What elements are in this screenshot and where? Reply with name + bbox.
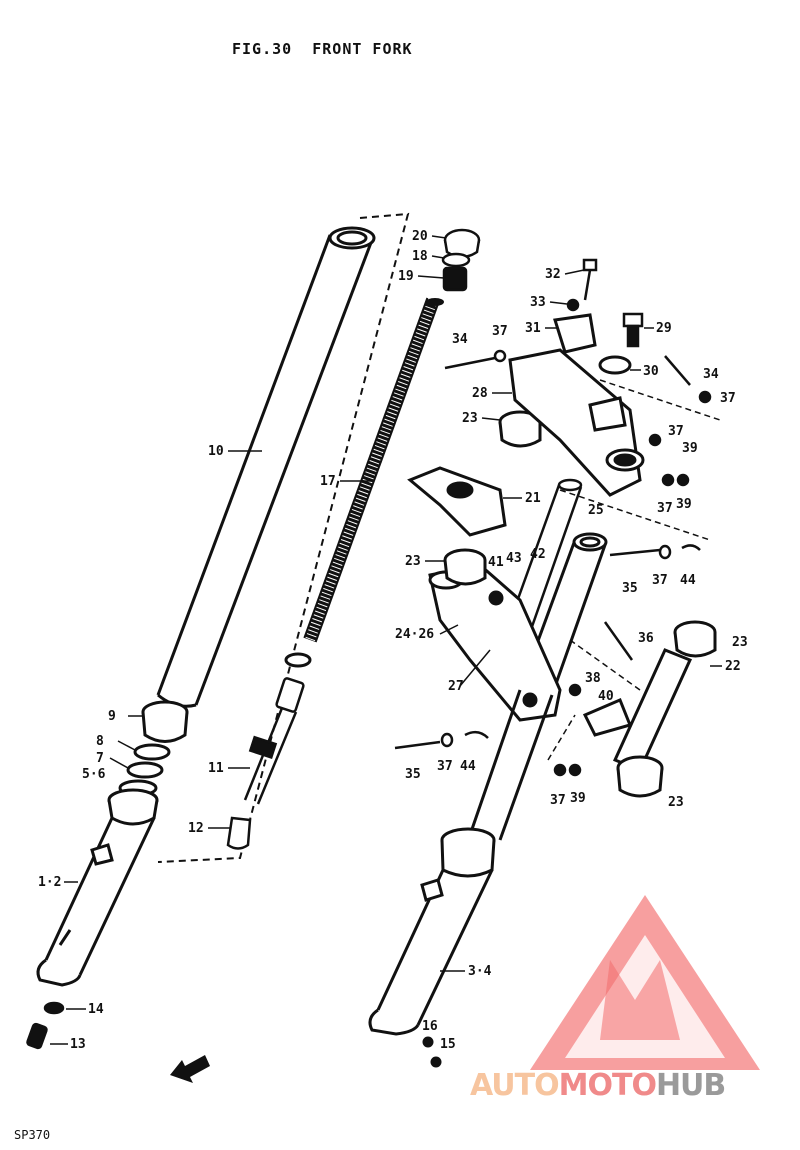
callout-44-left: 44: [460, 759, 476, 774]
callout-39-mid: 39: [682, 441, 698, 456]
callout-35-left: 35: [405, 767, 421, 782]
callout-16: 16: [422, 1019, 438, 1034]
callout-10: 10: [208, 444, 224, 459]
stem-cap-bolt: [622, 312, 644, 348]
fork-inner-tube-left: [156, 226, 376, 708]
fork-spring: [284, 297, 444, 668]
fork-outer-tube-left: [36, 788, 159, 987]
bolts-35-36: [394, 433, 701, 777]
callout-12: 12: [188, 821, 204, 836]
front-direction-arrow-icon: [170, 1055, 210, 1083]
watermark-moto: MOTO: [558, 1068, 657, 1103]
callout-37-left: 37: [437, 759, 453, 774]
callout-3-4: 3·4: [468, 964, 492, 979]
callout-44-right: 44: [680, 573, 696, 588]
callout-38: 38: [585, 671, 601, 686]
callout-37-top: 37: [492, 324, 508, 339]
headlight-bracket: [582, 620, 717, 798]
callout-32: 32: [545, 267, 561, 282]
callout-22: 22: [725, 659, 741, 674]
fork-outer-tube-right: [368, 689, 554, 1068]
callout-20: 20: [412, 229, 428, 244]
callout-19: 19: [398, 269, 414, 284]
callout-37-right: 37: [720, 391, 736, 406]
fork-cap-parts: [441, 228, 481, 292]
callout-23-upper: 23: [462, 411, 478, 426]
handlebar-clamp: [553, 313, 597, 354]
watermark-auto: AUTO: [470, 1068, 560, 1103]
callout-13: 13: [70, 1037, 86, 1052]
callout-40: 40: [598, 689, 614, 704]
callout-34-right: 34: [703, 367, 719, 382]
callout-36: 36: [638, 631, 654, 646]
watermark-hub: HUB: [655, 1068, 726, 1103]
callout-39-lower: 39: [570, 791, 586, 806]
callout-23-bracket: 23: [732, 635, 748, 650]
callout-7: 7: [96, 751, 104, 766]
callout-31: 31: [525, 321, 541, 336]
callout-37-mid: 37: [668, 424, 684, 439]
assembly-bracket: [157, 212, 410, 863]
callout-21: 21: [525, 491, 541, 506]
callout-28: 28: [472, 386, 488, 401]
callout-43: 43: [506, 551, 522, 566]
callout-1-2: 1·2: [38, 875, 61, 890]
callout-11: 11: [208, 761, 224, 776]
callout-37-bolt: 37: [652, 573, 668, 588]
page-code: SP370: [14, 1128, 51, 1142]
callout-24-26: 24·26: [395, 627, 434, 642]
callout-23-bottom: 23: [668, 795, 684, 810]
callout-17: 17: [320, 474, 336, 489]
callout-labels: 20 18 19 10 17 32 33 31 29 34 37 30 34 3…: [38, 229, 748, 1052]
callout-39-bracket: 39: [676, 497, 692, 512]
callout-29: 29: [656, 321, 672, 336]
callout-33: 33: [530, 295, 546, 310]
callout-35-right: 35: [622, 581, 638, 596]
pinch-bolts-34: [444, 349, 712, 404]
automotohub-logo-icon: [530, 895, 760, 1070]
steering-stem-head: [407, 410, 542, 586]
figure-title: FIG.30 FRONT FORK: [232, 40, 413, 58]
callout-27: 27: [448, 679, 464, 694]
callout-9: 9: [108, 709, 116, 724]
lower-bracket: [428, 563, 562, 722]
callout-5-6: 5·6: [82, 767, 106, 782]
callout-18: 18: [412, 249, 428, 264]
callout-34-left: 34: [452, 332, 468, 347]
fork-seals-left: [118, 700, 189, 797]
callout-37-lower: 37: [550, 793, 566, 808]
callout-8: 8: [96, 734, 104, 749]
washer-30: [598, 355, 632, 375]
callout-25: 25: [588, 503, 604, 518]
callout-41: 41: [488, 555, 504, 570]
fork-inner-tube-right: [518, 532, 608, 696]
callout-42: 42: [530, 547, 546, 562]
upper-bracket: [508, 348, 645, 497]
leader-lines: [50, 235, 722, 1045]
callout-37-bracket: 37: [657, 501, 673, 516]
axle-bolt: [26, 1001, 65, 1050]
callout-15: 15: [440, 1037, 456, 1052]
bolt-32: [566, 258, 598, 312]
callout-23-lower: 23: [405, 554, 421, 569]
damper-rod: [226, 677, 305, 850]
callout-14: 14: [88, 1002, 104, 1017]
watermark-brand: AUTOMOTOHUB: [470, 1068, 726, 1103]
callout-30: 30: [643, 364, 659, 379]
guide-lines: [547, 379, 721, 761]
